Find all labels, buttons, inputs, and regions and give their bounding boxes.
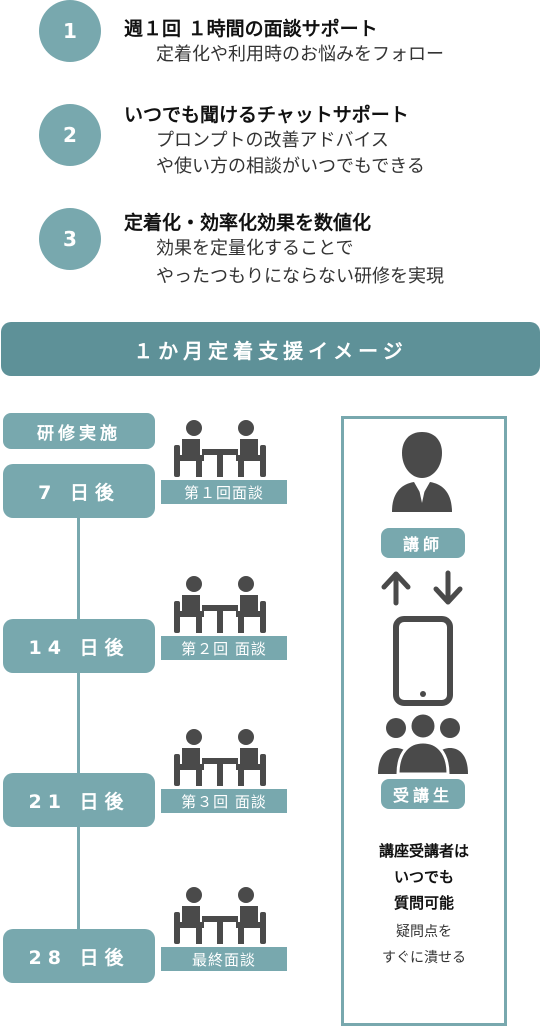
meeting-label: 第２回 面談: [161, 636, 287, 660]
meeting-label: 最終面談: [161, 947, 287, 971]
feature-item: 3 定着化・効率化効果を数値化 効果を定量化することで やったつもりにならない研…: [0, 208, 541, 298]
timeline-day: 14 日後: [3, 619, 155, 673]
meeting-icon: [174, 729, 266, 786]
feature-desc: 効果を定量化することで: [156, 238, 354, 259]
arrow-up-icon: [381, 571, 411, 606]
feature-desc: や使い方の相談がいつでもできる: [156, 156, 425, 177]
support-headline: いつでも: [393, 868, 454, 886]
timeline-day: 28 日後: [3, 929, 155, 983]
feature-title: 週１回 １時間の面談サポート: [124, 18, 378, 40]
timeline-day: 7 日後: [3, 464, 155, 518]
section-banner: １か月定着支援イメージ: [1, 322, 540, 376]
feature-desc: やったつもりにならない研修を実現: [156, 266, 444, 287]
feature-number: 2: [39, 104, 101, 166]
support-note: すぐに潰せる: [382, 950, 466, 966]
timeline-start: 研修実施: [3, 413, 155, 449]
support-note: 疑問点を: [396, 924, 452, 940]
timeline-day: 21 日後: [3, 773, 155, 827]
instructor-icon: [392, 432, 452, 512]
smartphone-icon: [393, 616, 453, 706]
feature-title: いつでも聞けるチャットサポート: [124, 104, 409, 126]
feature-desc: プロンプトの改善アドバイス: [156, 130, 389, 151]
feature-item: 1 週１回 １時間の面談サポート 定着化や利用時のお悩みをフォロー: [0, 0, 541, 90]
feature-desc: 定着化や利用時のお悩みをフォロー: [156, 44, 444, 65]
feature-item: 2 いつでも聞けるチャットサポート プロンプトの改善アドバイス や使い方の相談が…: [0, 100, 541, 190]
students-icon: [378, 712, 468, 774]
instructor-label: 講師: [381, 528, 465, 558]
meeting-icon: [174, 887, 266, 944]
feature-title: 定着化・効率化効果を数値化: [124, 212, 372, 234]
arrow-down-icon: [433, 570, 463, 605]
students-label: 受講生: [381, 779, 465, 809]
timeline-line: [77, 500, 80, 960]
feature-number: 1: [39, 0, 101, 62]
meeting-icon: [174, 576, 266, 633]
meeting-label: 第３回 面談: [161, 789, 287, 813]
support-headline: 講座受講者は: [378, 842, 469, 860]
meeting-label: 第１回面談: [161, 480, 287, 504]
support-headline: 質問可能: [393, 894, 454, 912]
meeting-icon: [174, 420, 266, 477]
feature-number: 3: [39, 208, 101, 270]
